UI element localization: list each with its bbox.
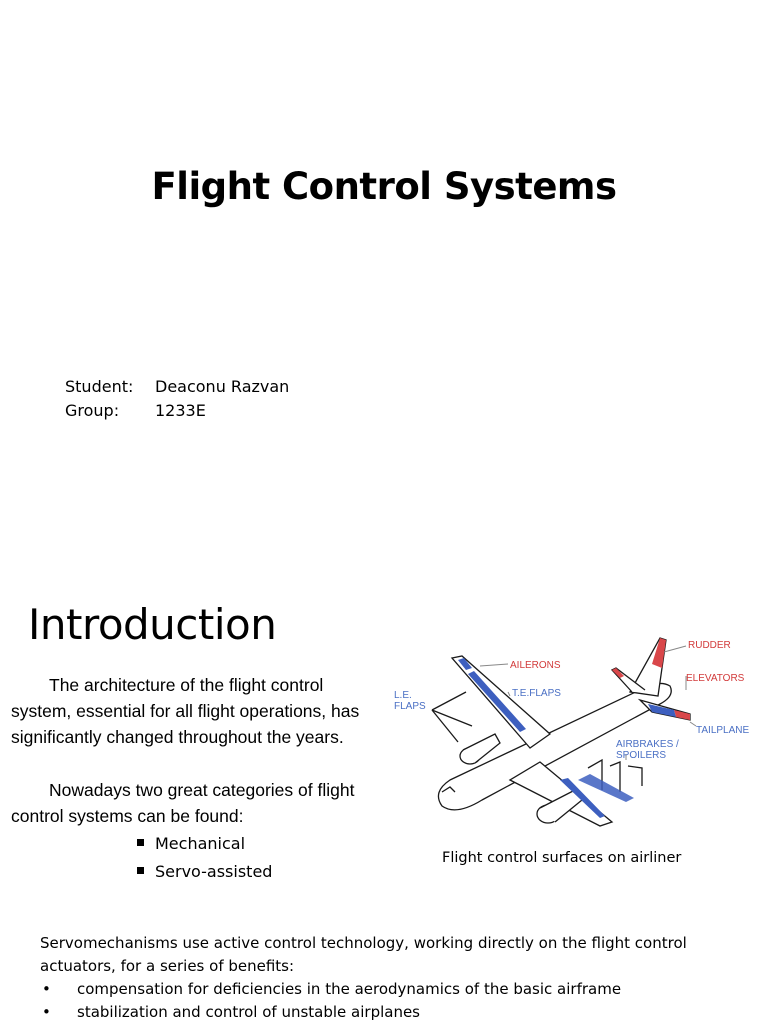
airliner-diagram: AILERONS RUDDER ELEVATORS L.E. FLAPS T.E… xyxy=(394,637,749,827)
bullet-icon: • xyxy=(42,980,51,998)
group-row: Group: 1233E xyxy=(65,401,206,420)
categories-paragraph-text: Nowadays two great categories of flight … xyxy=(11,780,355,826)
list-item: • stabilization and control of unstable a… xyxy=(40,1001,760,1024)
categories-list: Mechanical Servo-assisted xyxy=(137,832,272,888)
intro-paragraph: The architecture of the flight control s… xyxy=(11,672,376,750)
document-title: Flight Control Systems xyxy=(151,165,617,208)
label-le-flaps-line2: FLAPS xyxy=(394,701,426,712)
label-rudder: RUDDER xyxy=(688,640,731,651)
group-number: 1233E xyxy=(155,401,206,420)
square-bullet-icon xyxy=(137,839,144,846)
label-ailerons: AILERONS xyxy=(510,660,561,671)
list-item: Servo-assisted xyxy=(137,860,272,888)
introduction-heading: Introduction xyxy=(28,600,277,649)
intro-paragraph-text: The architecture of the flight control s… xyxy=(11,675,360,747)
label-te-flaps: T.E.FLAPS xyxy=(512,688,561,699)
group-label: Group: xyxy=(65,401,120,420)
student-name: Deaconu Razvan xyxy=(155,377,290,396)
student-label: Student: xyxy=(65,377,134,396)
benefit-text: stabilization and control of unstable ai… xyxy=(77,1003,421,1021)
list-item: • compensation for deficiencies in the ae… xyxy=(40,978,760,1001)
label-le-flaps-line1: L.E. xyxy=(394,690,412,701)
category-mechanical: Mechanical xyxy=(155,834,246,853)
category-servo-assisted: Servo-assisted xyxy=(155,862,273,881)
square-bullet-icon xyxy=(137,867,144,874)
list-item: Mechanical xyxy=(137,832,272,860)
label-tailplane: TAILPLANE xyxy=(696,725,749,736)
categories-paragraph: Nowadays two great categories of flight … xyxy=(11,777,376,829)
servo-intro-text: Servomechanisms use active control techn… xyxy=(40,934,687,975)
label-airbrakes-line2: SPOILERS xyxy=(616,750,666,761)
benefits-list: • compensation for deficiencies in the ae… xyxy=(40,978,760,1024)
student-row: Student: Deaconu Razvan xyxy=(65,377,289,396)
bullet-icon: • xyxy=(42,1003,51,1021)
label-airbrakes-line1: AIRBRAKES / xyxy=(616,739,679,750)
label-elevators: ELEVATORS xyxy=(686,673,745,684)
diagram-caption: Flight control surfaces on airliner xyxy=(442,850,682,866)
servo-section: Servomechanisms use active control techn… xyxy=(40,932,760,1024)
benefit-text: compensation for deficiencies in the aer… xyxy=(77,980,622,998)
